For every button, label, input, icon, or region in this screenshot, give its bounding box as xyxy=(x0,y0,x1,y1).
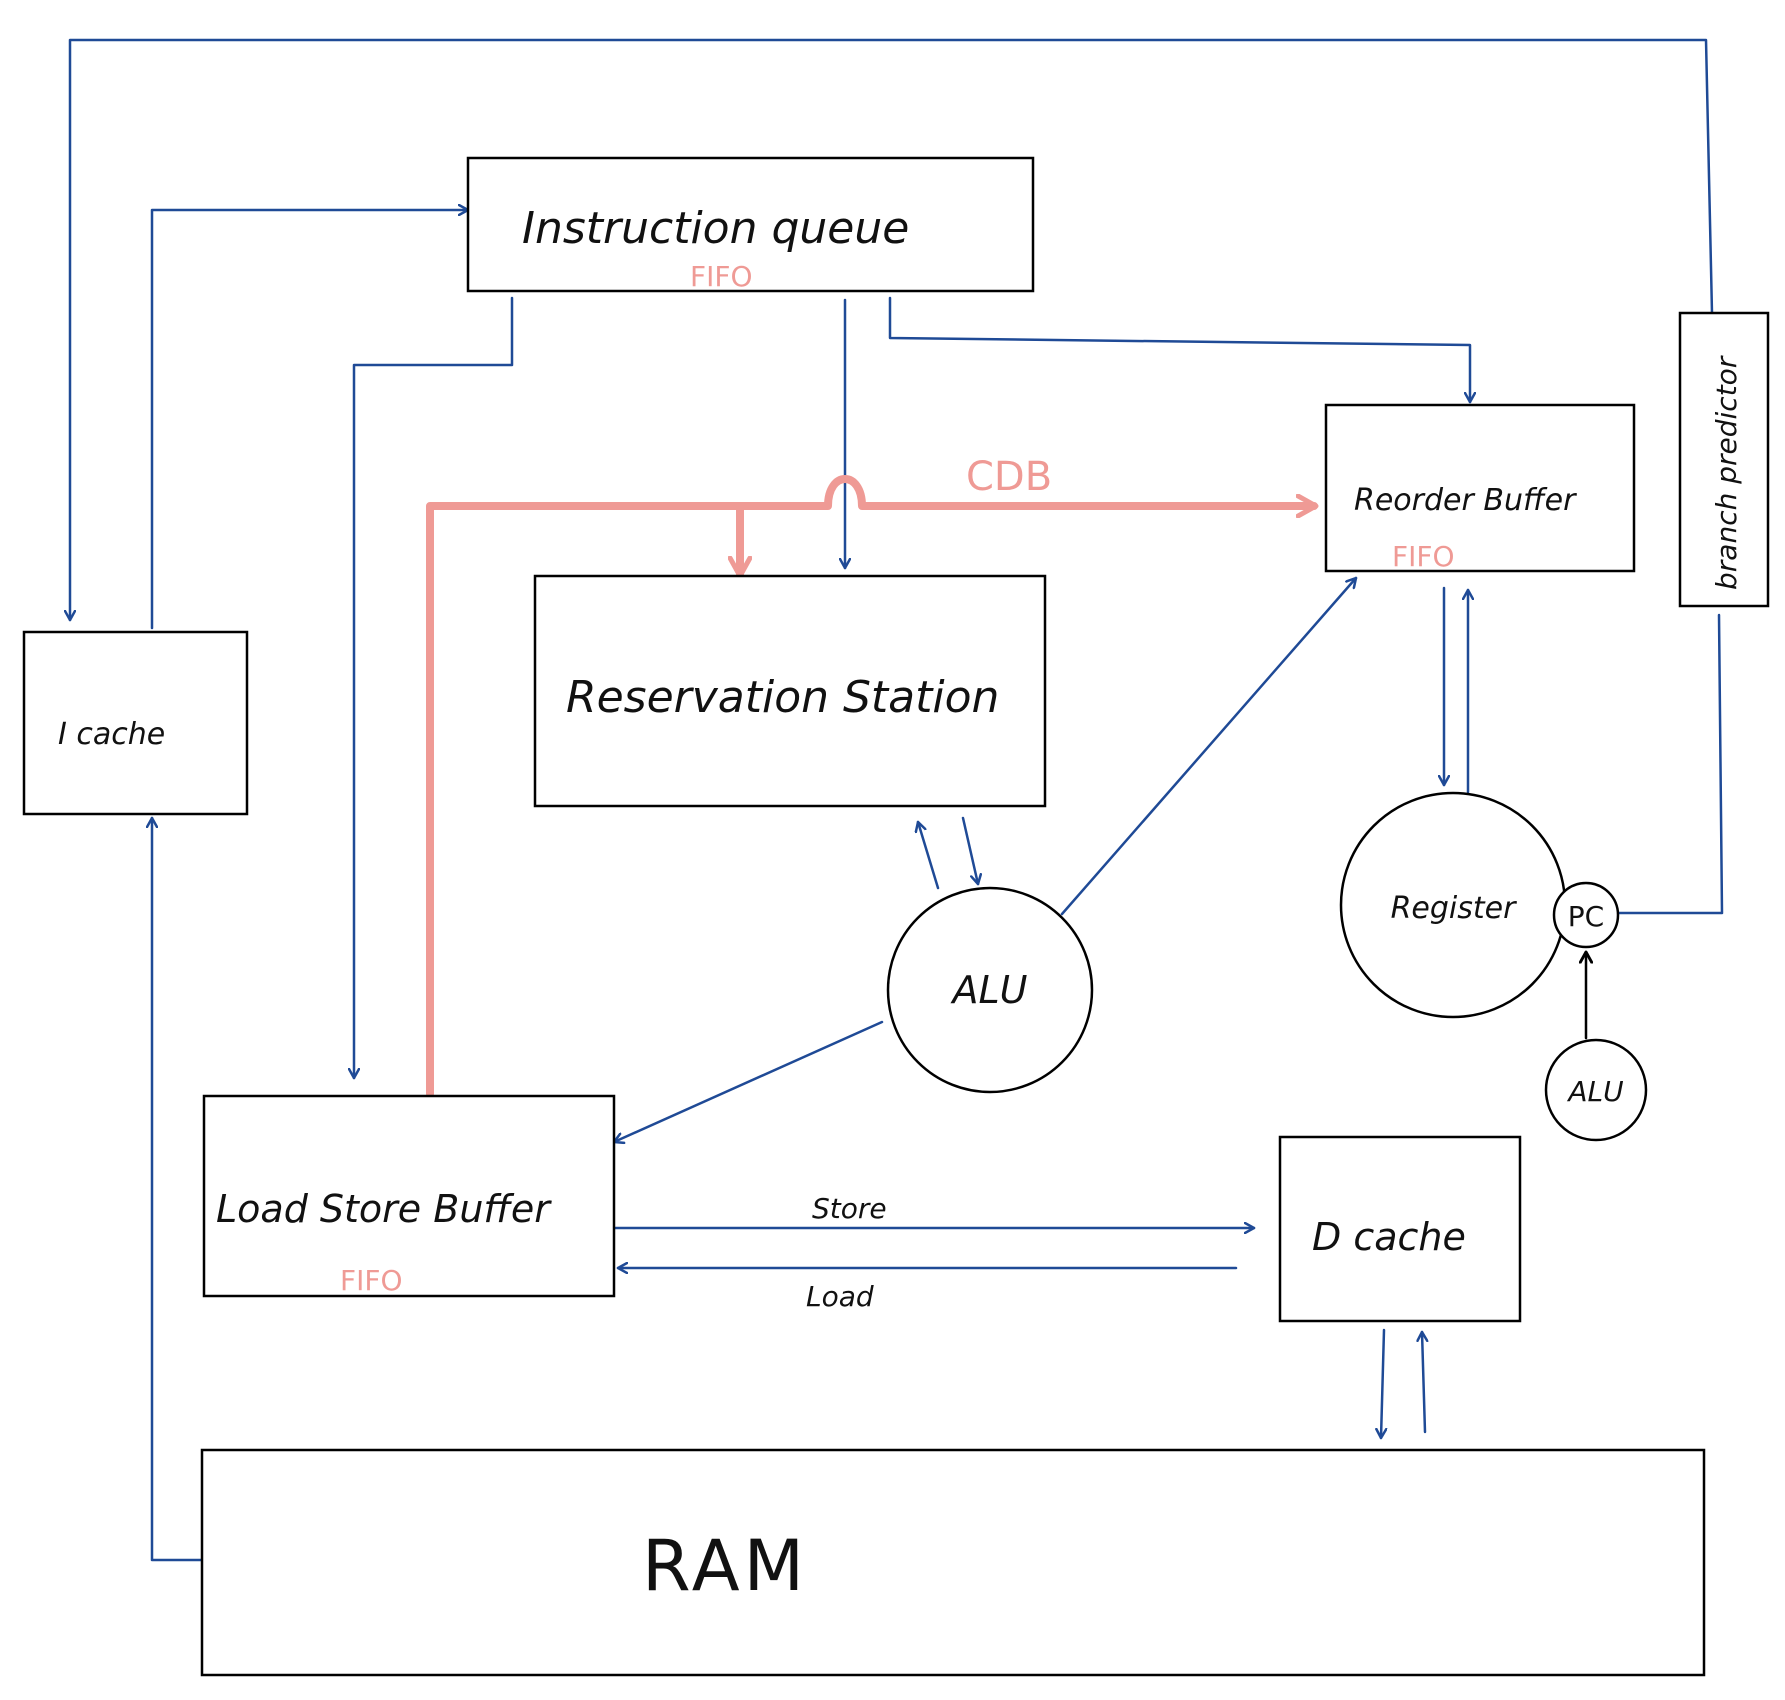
wire-icache-to-instruction-queue xyxy=(150,210,470,630)
wire-iq-to-reorder-buffer xyxy=(888,296,1470,404)
dcache: D cache xyxy=(1278,1135,1522,1323)
reorder-buffer-label: Reorder Buffer xyxy=(1354,483,1577,518)
load-label: Load xyxy=(806,1280,874,1313)
wire-reservation-station-to-alu xyxy=(961,816,978,886)
wire-pc-to-branch-predictor xyxy=(1612,613,1724,915)
store-label: Store xyxy=(812,1192,887,1225)
wires xyxy=(70,38,1724,1562)
load-store-buffer-fifo-tag: FIFO xyxy=(340,1264,403,1297)
cdb-bus xyxy=(426,475,1314,1098)
wire-alu-to-load-store-buffer xyxy=(612,1020,884,1142)
register: Register xyxy=(1339,791,1567,1019)
icache: I cache xyxy=(22,630,249,816)
alu-main: ALU xyxy=(886,886,1094,1094)
reorder-buffer: Reorder Buffer FIFO xyxy=(1324,403,1636,573)
pc-label: PC xyxy=(1568,900,1604,933)
alu-pc-label: ALU xyxy=(1566,1075,1623,1108)
load-store-buffer: Load Store Buffer FIFO xyxy=(202,1094,616,1298)
wire-iq-to-load-store-buffer xyxy=(354,296,514,1080)
cdb-label: CDB xyxy=(966,454,1052,500)
load-store-buffer-label: Load Store Buffer xyxy=(216,1187,552,1231)
wire-alu-to-reorder-buffer xyxy=(1060,576,1358,916)
wire-branch-predictor-to-icache xyxy=(70,38,1714,622)
branch-predictor-label: branch predictor xyxy=(1710,355,1743,590)
ram-label: RAM xyxy=(642,1525,808,1607)
wire-ram-to-icache xyxy=(152,816,204,1562)
wire-alu-to-reservation-station xyxy=(918,820,940,890)
reservation-station-label: Reservation Station xyxy=(566,672,999,723)
instruction-queue: Instruction queue FIFO xyxy=(466,156,1035,293)
icache-label: I cache xyxy=(58,717,165,752)
dcache-label: D cache xyxy=(1312,1215,1466,1259)
cdb-main-line xyxy=(426,475,1314,1098)
pc: PC xyxy=(1552,881,1620,949)
wire-ram-to-dcache xyxy=(1422,1330,1425,1434)
alu-pc: ALU xyxy=(1544,1038,1648,1142)
instruction-queue-label: Instruction queue xyxy=(522,203,909,254)
reorder-buffer-fifo-tag: FIFO xyxy=(1392,540,1455,573)
ram: RAM xyxy=(200,1448,1706,1677)
branch-predictor: branch predictor xyxy=(1678,311,1770,608)
wire-dcache-to-ram xyxy=(1381,1328,1384,1440)
register-label: Register xyxy=(1391,891,1518,926)
instruction-queue-fifo-tag: FIFO xyxy=(690,260,753,293)
alu-main-label: ALU xyxy=(950,968,1028,1012)
reservation-station: Reservation Station xyxy=(533,574,1047,808)
